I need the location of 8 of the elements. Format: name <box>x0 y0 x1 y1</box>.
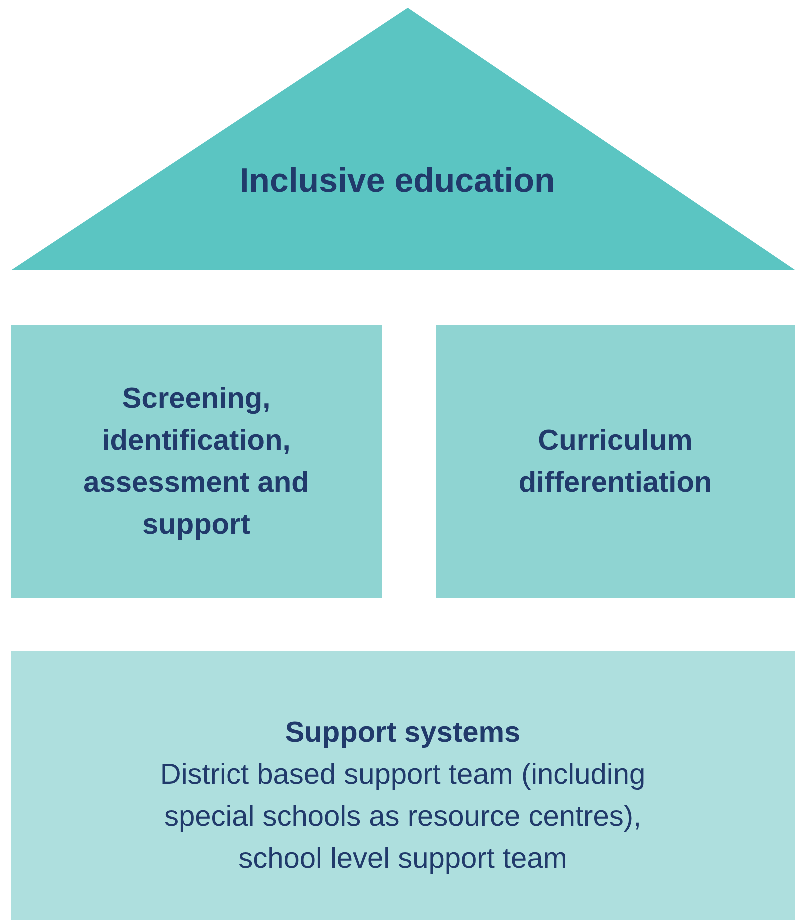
heading: Inclusive education <box>240 161 556 202</box>
heading: Support systems <box>285 716 521 750</box>
pillar-box <box>11 325 382 598</box>
pillar-box <box>436 325 795 598</box>
heading: Screening, identification, assessment and support <box>82 382 310 542</box>
foundation-box <box>11 651 795 920</box>
body-text: District based support team (including special schools as resource centres), school level support team <box>159 758 647 876</box>
heading: Curriculum differentiation <box>518 424 714 500</box>
